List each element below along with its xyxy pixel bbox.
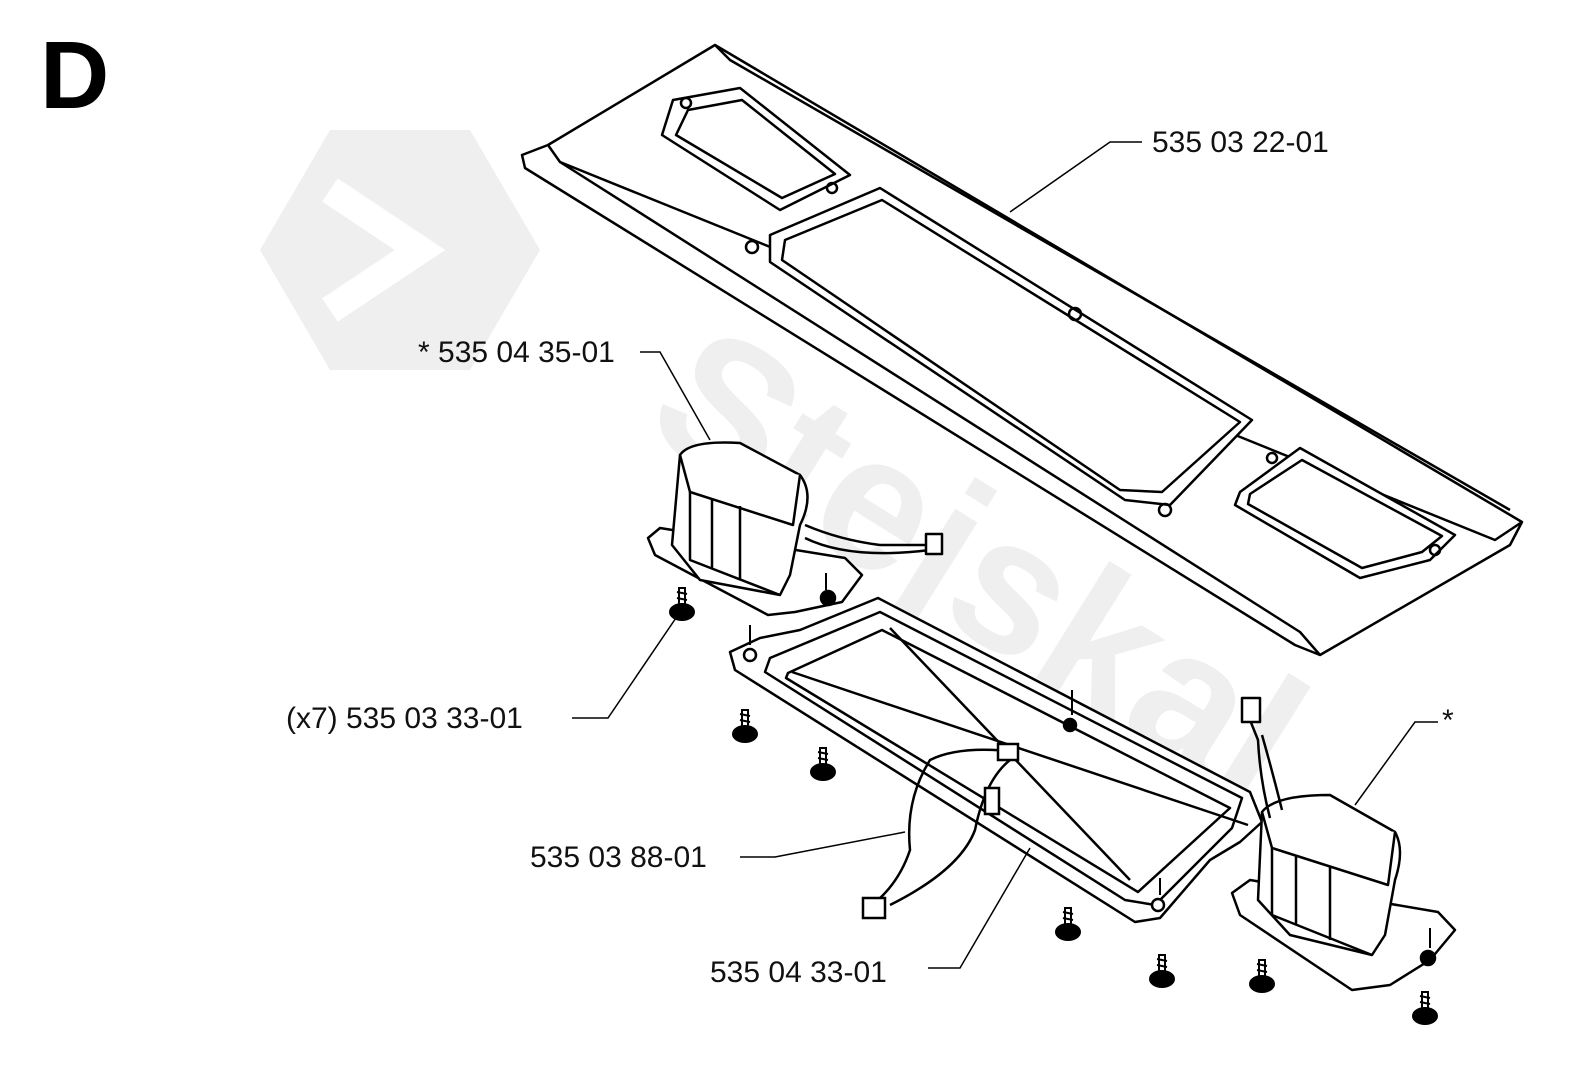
leader-battery-left — [640, 351, 711, 441]
screw — [1055, 907, 1081, 941]
screws — [669, 573, 1438, 1025]
leader-wire-harness — [740, 831, 906, 858]
leader-battery-tray — [928, 847, 1031, 969]
label-battery-tray: 535 04 33-01 — [710, 956, 887, 989]
label-screws: (x7) 535 03 33-01 — [286, 702, 523, 735]
battery-right — [1230, 696, 1457, 992]
watermark-logo-mark — [322, 178, 446, 322]
screw — [669, 587, 695, 621]
screw — [1149, 954, 1175, 988]
screw — [732, 709, 758, 743]
label-wire-harness: 535 03 88-01 — [530, 841, 707, 874]
leader-cover-panel — [1009, 141, 1142, 213]
leader-battery-right — [1354, 721, 1438, 806]
label-battery-right: * — [1442, 704, 1454, 737]
cover-panel — [520, 43, 1524, 657]
leader-screws — [572, 611, 681, 719]
leader-lines — [572, 141, 1438, 969]
label-cover-panel: 535 03 22-01 — [1152, 126, 1329, 159]
section-letter: D — [40, 22, 110, 129]
battery-left — [646, 441, 944, 617]
screw — [1412, 991, 1438, 1025]
wire-harness — [861, 742, 1020, 920]
screw — [1249, 959, 1275, 993]
label-battery-left: * 535 04 35-01 — [418, 336, 615, 369]
screw — [810, 747, 836, 781]
